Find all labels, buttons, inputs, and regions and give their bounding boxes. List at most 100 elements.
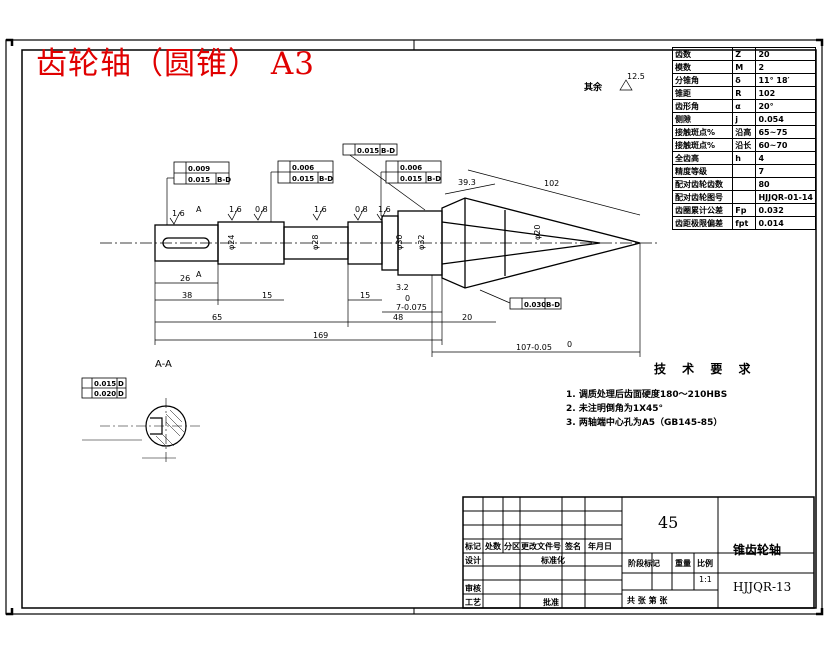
part-name: 锥齿轮轴 xyxy=(733,543,782,557)
param-row: 配对齿轮齿数 80 xyxy=(671,177,816,191)
row-label: 标记 xyxy=(465,542,481,551)
param-value: 102 xyxy=(755,86,816,100)
param-value: 2 xyxy=(755,60,816,74)
dimension-lines xyxy=(154,169,641,357)
tech-item: 1. 调质处理后齿面硬度180～210HBS xyxy=(566,390,728,400)
design-label: 设计 xyxy=(465,556,481,565)
leaders xyxy=(166,149,511,304)
row-label: 签名 xyxy=(565,542,581,551)
title-block: 45 锥齿轮轴 HJJQR-13 标记 处数 分区 更改文件号 签名 年月日 设… xyxy=(463,497,814,607)
param-value: 65~75 xyxy=(755,125,816,139)
param-name: 锥距 xyxy=(671,86,734,100)
stage-label: 阶段标记 xyxy=(628,559,660,568)
process-label: 工艺 xyxy=(465,598,481,607)
roughness: 1.6 xyxy=(378,205,391,214)
param-value: 4 xyxy=(755,151,816,165)
tol-datum: B-D xyxy=(319,175,333,183)
roughness: 0.8 xyxy=(355,205,368,214)
approve-label: 批准 xyxy=(543,598,559,607)
tech-item: 3. 两轴端中心孔为A5（GB145-85） xyxy=(566,418,723,428)
dim-65: 65 xyxy=(212,313,222,322)
dim-38: 38 xyxy=(182,291,192,300)
param-value: 60~70 xyxy=(755,138,816,152)
param-value: 0.054 xyxy=(755,112,816,126)
param-symbol: δ xyxy=(732,73,757,87)
roughness: 3.2 xyxy=(396,283,409,292)
param-name: 接触斑点% xyxy=(671,125,734,139)
row-label: 年月日 xyxy=(588,542,612,551)
sheets-label: 共 张 第 张 xyxy=(627,596,668,605)
std-label: 标准化 xyxy=(541,556,565,565)
dim-dia: φ24 xyxy=(227,235,236,250)
param-name: 齿圈累计公差 xyxy=(671,203,734,217)
roughness: 1.6 xyxy=(172,209,185,218)
param-value: 7 xyxy=(755,164,816,178)
tech-item: 2. 未注明倒角为1X45° xyxy=(566,404,664,414)
param-name: 齿形角 xyxy=(671,99,734,113)
param-symbol: α xyxy=(732,99,757,113)
param-name: 齿距极限偏差 xyxy=(671,216,734,230)
dim-dia: φ20 xyxy=(533,225,542,240)
param-value: 0.032 xyxy=(755,203,816,217)
param-symbol xyxy=(732,164,757,178)
tol-value: 0.020 xyxy=(94,390,116,398)
dim-102: 102 xyxy=(544,179,559,188)
tol-value: 0.015 xyxy=(357,147,379,155)
param-name: 齿数 xyxy=(671,47,734,61)
tol-value: 0.015 xyxy=(292,175,314,183)
row-label: 处数 xyxy=(485,542,501,551)
section-title: A-A xyxy=(155,359,172,370)
row-label: 分区 xyxy=(504,542,520,551)
param-name: 分锥角 xyxy=(671,73,734,87)
drawing-code: HJJQR-13 xyxy=(733,580,792,594)
param-symbol xyxy=(732,190,757,204)
dim-48: 48 xyxy=(393,313,403,322)
shaft-outline xyxy=(154,197,641,289)
tol-datum: B-D xyxy=(381,147,395,155)
param-value: 80 xyxy=(755,177,816,191)
param-value: 0.014 xyxy=(755,216,816,230)
tol-datum: B-D xyxy=(427,175,441,183)
dim-15: 15 xyxy=(262,291,272,300)
tol-value: 0.009 xyxy=(188,165,210,173)
check-label: 审核 xyxy=(465,584,481,593)
scale-label: 比例 xyxy=(697,559,713,568)
tol-value: 0.006 xyxy=(292,164,314,172)
dim-15: 15 xyxy=(360,291,370,300)
roughness-marks xyxy=(169,79,633,225)
param-name: 配对齿轮齿数 xyxy=(671,177,734,191)
roughness-note-label: 其余 xyxy=(584,83,603,93)
tol-value: 0.015 xyxy=(94,380,116,388)
roughness: 0.8 xyxy=(255,205,268,214)
row-label: 更改文件号 xyxy=(521,542,561,551)
tol-datum: D xyxy=(118,390,124,398)
param-symbol: M xyxy=(732,60,757,74)
corner-marks xyxy=(6,38,824,616)
section-hatching xyxy=(155,409,185,447)
weight-label: 重量 xyxy=(675,559,691,568)
material: 45 xyxy=(658,513,679,532)
tol-datum: B-D xyxy=(217,176,231,184)
param-name: 全齿高 xyxy=(671,151,734,165)
drawing-title: 齿轮轴（圆锥） A3 xyxy=(36,46,315,82)
dim-107: 107-0.05 xyxy=(516,343,552,352)
roughness-note-value: 12.5 xyxy=(627,72,645,81)
dim-26: 26 xyxy=(180,274,190,283)
param-symbol: R xyxy=(732,86,757,100)
param-symbol: 沿长 xyxy=(732,138,757,152)
tolerance-frames xyxy=(81,143,562,399)
inner-frame xyxy=(21,49,817,609)
param-symbol: h xyxy=(732,151,757,165)
dim-169: 169 xyxy=(313,331,328,340)
param-symbol: fpt xyxy=(732,216,757,230)
scale-value: 1:1 xyxy=(699,575,712,584)
